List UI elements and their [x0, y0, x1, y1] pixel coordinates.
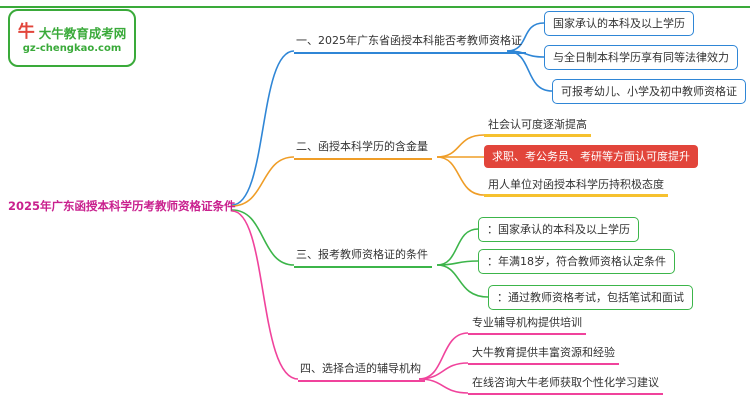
connector-b2-leaf1 — [436, 134, 485, 158]
leaf-node: 可报考幼儿、小学及初中教师资格证 — [552, 79, 746, 104]
site-logo[interactable]: 牛 大牛教育成考网 gz-chengkao.com — [8, 9, 136, 67]
leaf-node: 用人单位对函授本科学历持积极态度 — [484, 176, 668, 197]
connector-b3-leaf1 — [436, 228, 479, 266]
leaf-node: 国家承认的本科及以上学历 — [544, 11, 694, 36]
connector-b3-leaf2 — [436, 260, 479, 266]
leaf-node: ：年满18岁，符合教师资格认定条件 — [478, 249, 675, 274]
top-divider — [0, 6, 750, 8]
logo-subtitle: gz-chengkao.com — [22, 42, 122, 54]
leaf-node: 在线咨询大牛老师获取个性化学习建议 — [468, 374, 663, 395]
connector-b3-leaf3 — [436, 264, 489, 298]
branch-node-4: 四、选择合适的辅导机构 — [298, 360, 425, 382]
bull-icon: 牛 — [17, 21, 35, 42]
connector-root-branch4 — [231, 210, 299, 380]
connector-root-branch3 — [231, 209, 295, 266]
leaf-node: ：通过教师资格考试，包括笔试和面试 — [488, 285, 693, 310]
logo-row: 牛 大牛教育成考网 — [18, 23, 127, 42]
connector-root-branch1 — [231, 50, 295, 206]
connector-b2-leaf3 — [436, 156, 485, 196]
leaf-node: 专业辅导机构提供培训 — [468, 314, 586, 335]
branch-node-3: 三、报考教师资格证的条件 — [294, 246, 432, 268]
logo-title: 大牛教育成考网 — [38, 25, 127, 41]
connector-b1-leaf1 — [506, 22, 545, 52]
leaf-node: 求职、考公务员、考研等方面认可度提升 — [484, 145, 698, 168]
branch-node-1: 一、2025年广东省函授本科能否考教师资格证 — [294, 32, 526, 54]
connector-root-branch2 — [231, 156, 295, 207]
branch-node-2: 二、函授本科学历的含金量 — [294, 138, 432, 160]
leaf-node: 社会认可度逐渐提高 — [484, 116, 591, 137]
connector-b4-leaf2 — [418, 362, 469, 380]
connector-b4-leaf3 — [418, 378, 469, 394]
leaf-node: ：国家承认的本科及以上学历 — [478, 217, 639, 242]
connector-b4-leaf1 — [418, 332, 469, 380]
leaf-node: 大牛教育提供丰富资源和经验 — [468, 344, 619, 365]
root-node: 2025年广东函授本科学历考教师资格证条件 — [8, 199, 236, 213]
leaf-node: 与全日制本科学历享有同等法律效力 — [544, 45, 738, 70]
